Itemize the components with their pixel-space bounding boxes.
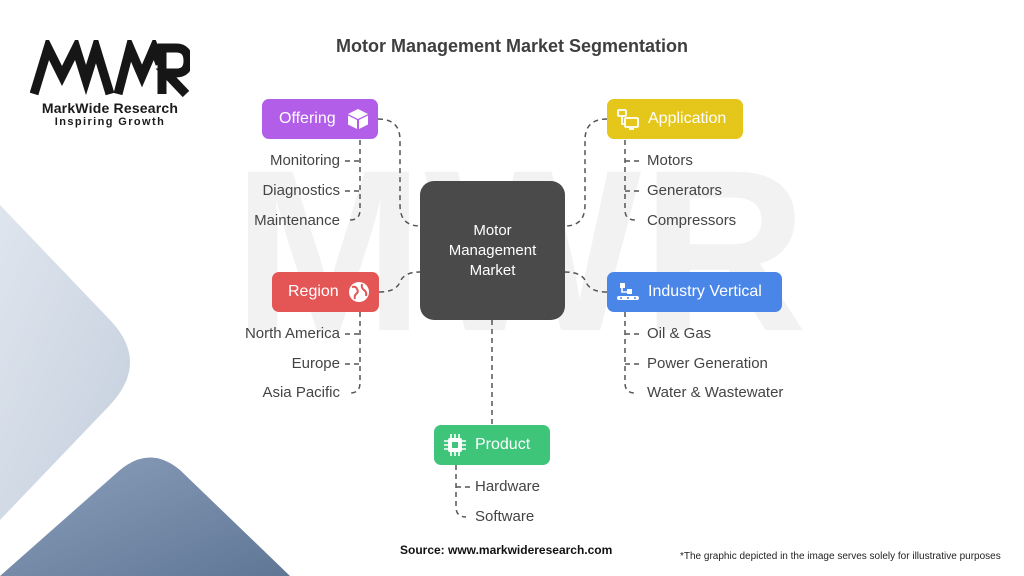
conveyor-icon xyxy=(616,280,640,304)
connector-region-items xyxy=(349,312,361,394)
category-industry-vertical-label: Industry Vertical xyxy=(648,283,762,300)
devices-icon xyxy=(616,107,640,131)
source-note: Source: www.markwideresearch.com xyxy=(400,543,613,557)
bg-shape-dark xyxy=(0,457,290,576)
category-application-label: Application xyxy=(648,110,727,127)
category-offering: Offering xyxy=(262,99,378,139)
category-industry-vertical: Industry Vertical xyxy=(607,272,782,312)
category-product: Product xyxy=(434,425,550,465)
box-icon xyxy=(346,107,370,131)
industry-item-oil-gas: Oil & Gas xyxy=(647,325,712,342)
brand-logo: MarkWide Research Inspiring Growth xyxy=(30,40,200,128)
region-item-north-america: North America xyxy=(244,325,340,342)
industry-item-power-generation: Power Generation xyxy=(647,355,768,372)
connector-offering-items xyxy=(349,140,361,221)
category-application: Application xyxy=(607,99,743,139)
product-item-hardware: Hardware xyxy=(475,478,541,495)
category-region: Region xyxy=(272,272,379,312)
connector-industry-items xyxy=(624,312,636,394)
connector-product-items xyxy=(455,465,467,518)
category-offering-label: Offering xyxy=(279,110,336,127)
connector-industry xyxy=(564,271,608,293)
mwr-logo-mark xyxy=(30,40,190,98)
connector-application-items xyxy=(624,140,636,221)
offering-item-monitoring: Monitoring xyxy=(269,152,340,169)
logo-company-name: MarkWide Research xyxy=(41,100,179,116)
globe-icon xyxy=(347,280,371,304)
category-region-label: Region xyxy=(288,283,339,300)
offering-item-diagnostics: Diagnostics xyxy=(262,182,340,199)
application-item-compressors: Compressors xyxy=(647,212,737,229)
connector-region xyxy=(378,271,421,293)
application-item-motors: Motors xyxy=(647,152,693,169)
industry-item-water-wastewater: Water & Wastewater xyxy=(647,384,784,401)
region-item-asia-pacific: Asia Pacific xyxy=(262,384,340,401)
region-item-europe: Europe xyxy=(291,355,340,372)
diagram-title: Motor Management Market Segmentation xyxy=(335,36,689,56)
center-node-motor-management-market: Motor Management Market xyxy=(420,181,565,320)
bg-shape-light xyxy=(0,205,130,520)
connector-application xyxy=(564,118,608,227)
chip-icon xyxy=(443,433,467,457)
connector-offering xyxy=(377,118,421,227)
offering-item-maintenance: Maintenance xyxy=(254,212,340,229)
disclaimer-note: *The graphic depicted in the image serve… xyxy=(680,551,1001,562)
application-item-generators: Generators xyxy=(647,182,723,199)
logo-tagline: Inspiring Growth xyxy=(54,116,166,128)
product-item-software: Software xyxy=(475,508,535,525)
category-product-label: Product xyxy=(475,436,531,453)
center-node-label: Motor Management Market xyxy=(448,221,537,279)
